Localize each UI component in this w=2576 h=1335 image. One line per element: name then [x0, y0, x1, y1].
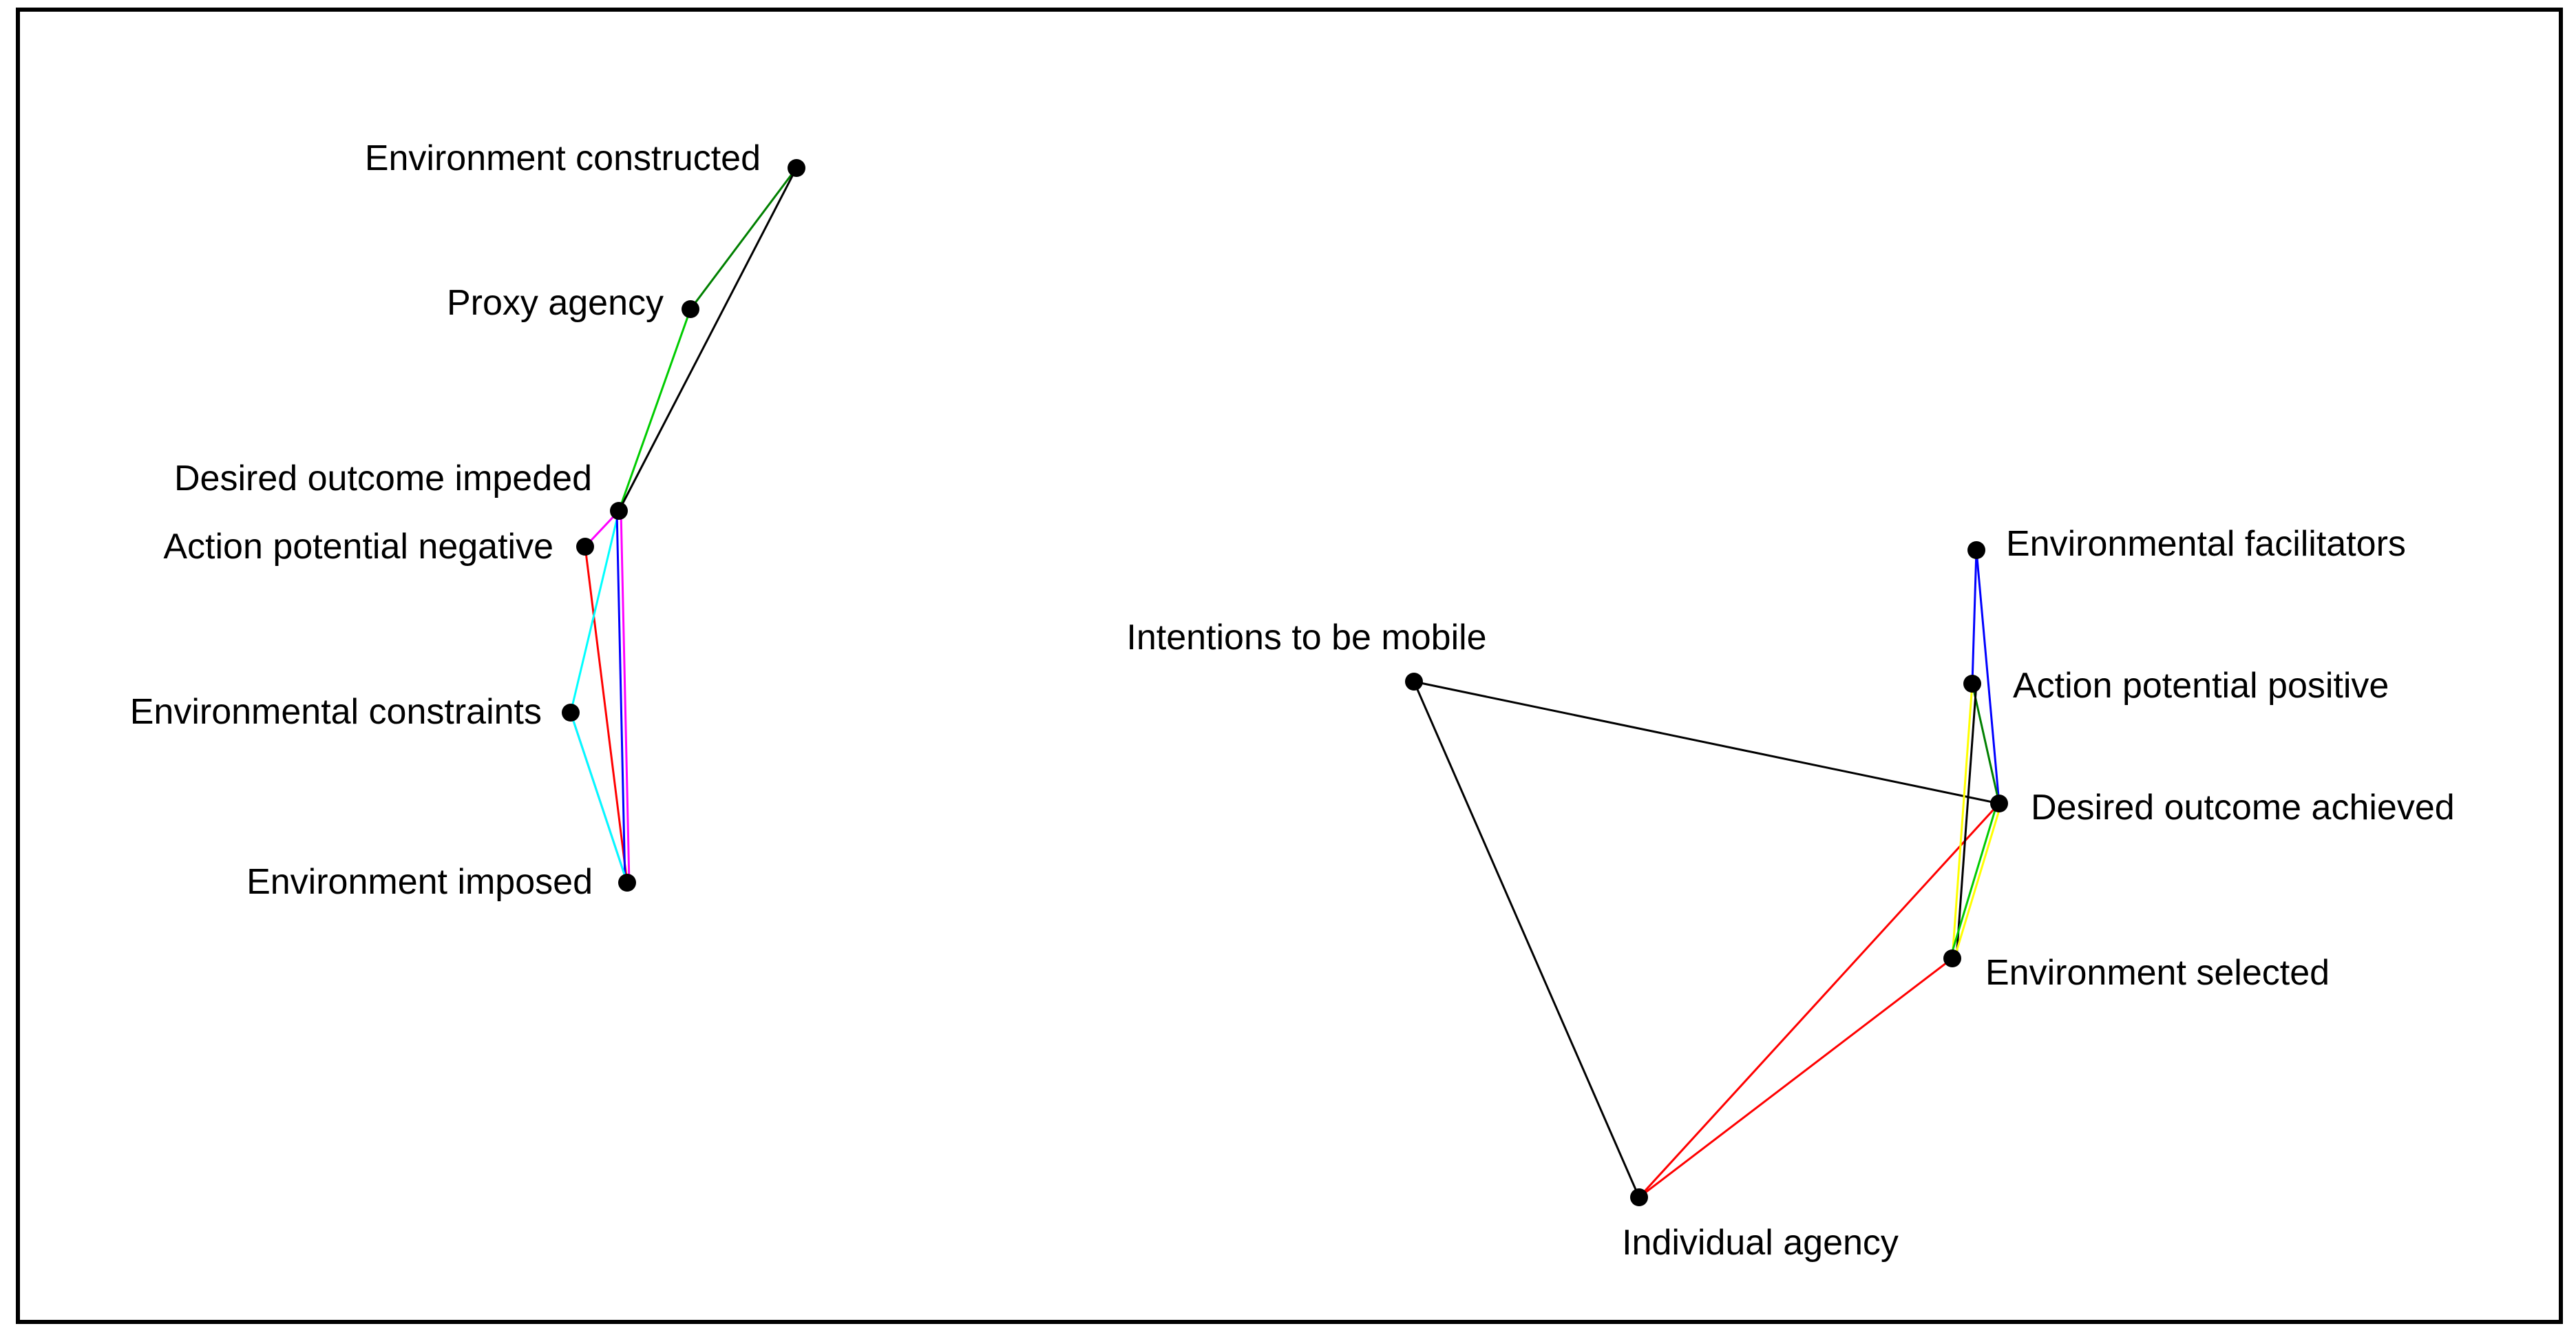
node-action-negative — [576, 538, 594, 556]
edges-layer — [569, 167, 2003, 1199]
node-action-positive — [1963, 675, 1981, 693]
node-label-desired-impeded: Desired outcome impeded — [174, 459, 592, 498]
edge-desired-impeded-to-env-imposed — [615, 510, 626, 883]
node-desired-impeded — [610, 502, 628, 520]
node-env-constraints — [562, 704, 580, 722]
edge-individual-agency-to-desired-achieved — [1638, 802, 2000, 1199]
node-intentions-mobile — [1405, 673, 1423, 691]
edge-action-negative-to-env-imposed — [584, 546, 629, 883]
node-env-constructed — [788, 159, 805, 177]
edge-env-facilitators-to-action-positive — [1971, 549, 1978, 684]
node-proxy-agency — [682, 300, 699, 318]
edge-action-positive-to-desired-achieved — [1971, 683, 2000, 804]
edge-intentions-mobile-to-desired-achieved — [1413, 680, 2000, 805]
node-label-action-negative: Action potential negative — [163, 527, 553, 567]
edge-individual-agency-to-env-selected — [1638, 957, 1953, 1199]
edge-action-positive-to-env-selected — [1951, 683, 1974, 959]
edge-intentions-mobile-to-individual-agency — [1413, 681, 1640, 1198]
node-label-proxy-agency: Proxy agency — [447, 283, 664, 323]
edge-desired-achieved-to-env-selected — [1949, 803, 1998, 959]
edge-desired-impeded-to-env-constraints — [569, 510, 620, 713]
node-label-env-constructed: Environment constructed — [365, 138, 761, 178]
node-individual-agency — [1630, 1188, 1648, 1206]
node-desired-achieved — [1990, 795, 2008, 812]
diagram-border — [16, 8, 2563, 1324]
edge-action-positive-to-env-selected — [1955, 683, 1978, 959]
edge-desired-achieved-to-env-selected — [1953, 803, 2003, 959]
edge-env-constraints-to-env-imposed — [569, 712, 629, 883]
node-label-intentions-mobile: Intentions to be mobile — [1126, 618, 1486, 658]
node-label-env-facilitators: Environmental facilitators — [2006, 524, 2406, 564]
node-env-imposed — [618, 874, 636, 892]
node-label-action-positive: Action potential positive — [2013, 666, 2389, 706]
nodes-layer — [562, 159, 2008, 1206]
node-label-env-imposed: Environment imposed — [246, 862, 593, 902]
edge-env-constructed-to-proxy-agency — [689, 167, 798, 310]
node-label-desired-achieved: Desired outcome achieved — [2031, 788, 2455, 828]
edge-desired-impeded-to-env-imposed — [620, 510, 631, 883]
edge-env-constructed-to-desired-impeded — [617, 167, 798, 512]
node-env-facilitators — [1967, 541, 1985, 559]
node-env-selected — [1943, 949, 1961, 967]
node-label-env-constraints: Environmental constraints — [130, 692, 542, 732]
edge-env-facilitators-to-desired-achieved — [1975, 549, 2000, 804]
edge-proxy-agency-to-desired-impeded — [617, 308, 692, 512]
node-label-individual-agency: Individual agency — [1622, 1223, 1899, 1263]
node-label-env-selected: Environment selected — [1985, 953, 2330, 993]
